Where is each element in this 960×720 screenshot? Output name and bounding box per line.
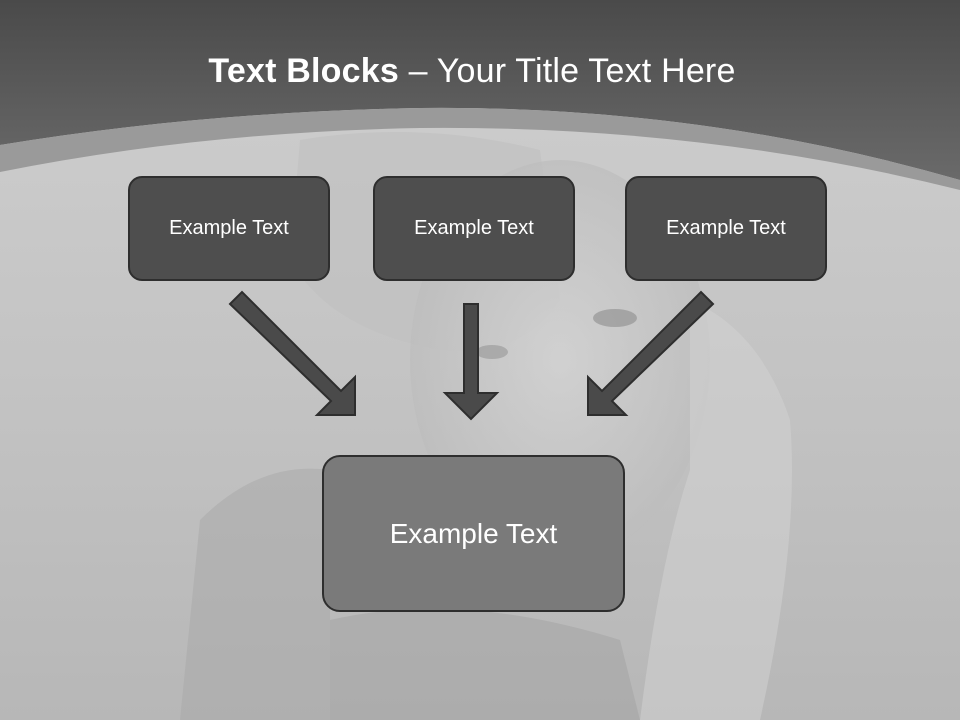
text-block-right-label: Example Text [666, 217, 786, 239]
text-block-left[interactable]: Example Text [128, 176, 330, 281]
title-rest: – Your Title Text Here [398, 52, 736, 90]
page-title: Text Blocks – Your Title Text Here [0, 52, 944, 91]
text-block-center-label: Example Text [414, 217, 534, 239]
text-block-right[interactable]: Example Text [625, 176, 827, 281]
title-bold: Text Blocks [208, 52, 399, 90]
text-block-bottom-label: Example Text [389, 517, 558, 549]
text-block-center[interactable]: Example Text [373, 176, 575, 281]
text-block-left-label: Example Text [169, 217, 289, 239]
text-block-bottom[interactable]: Example Text [322, 455, 625, 612]
